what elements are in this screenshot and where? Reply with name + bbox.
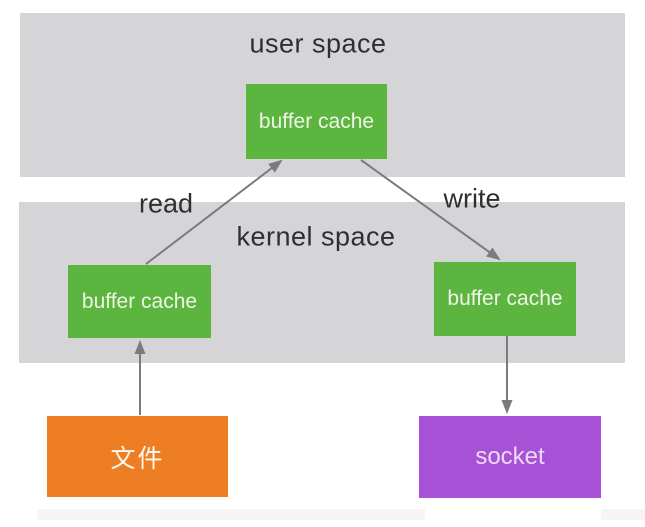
write-label: write xyxy=(443,183,501,214)
kernel-write-buffer-cache-node: buffer cache xyxy=(434,262,576,336)
kernel-read-buffer-cache-label: buffer cache xyxy=(81,289,198,313)
read-label: read xyxy=(138,188,194,219)
kernel-space-label: kernel space xyxy=(236,221,396,252)
bottom-artifact-strip-left xyxy=(37,509,425,520)
user-buffer-cache-label: buffer cache xyxy=(258,109,375,133)
kernel-read-buffer-cache-node: buffer cache xyxy=(68,265,211,338)
file-node-label: 文件 xyxy=(110,444,165,473)
kernel-write-buffer-cache-label: buffer cache xyxy=(447,287,563,310)
bottom-artifact-strip-right xyxy=(601,509,645,520)
socket-node: socket xyxy=(419,416,601,498)
socket-node-label: socket xyxy=(475,443,545,470)
file-node: 文件 xyxy=(47,416,228,497)
user-space-label: user space xyxy=(249,28,387,59)
user-buffer-cache-node: buffer cache xyxy=(246,84,387,159)
